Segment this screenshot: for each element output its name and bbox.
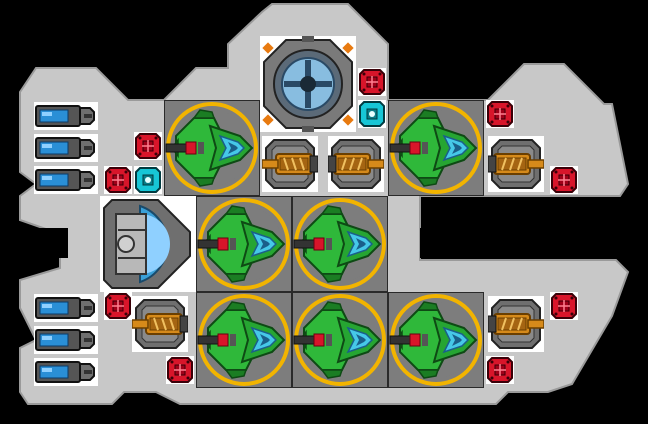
shield-generator-module[interactable] bbox=[388, 100, 484, 196]
turret-module[interactable] bbox=[132, 296, 188, 352]
power-node-icon[interactable] bbox=[134, 166, 162, 194]
turret-module[interactable] bbox=[262, 136, 318, 192]
shield-generator-module[interactable] bbox=[388, 292, 484, 388]
shield-generator-module[interactable] bbox=[196, 292, 292, 388]
battery-cell[interactable] bbox=[34, 134, 98, 162]
shield-generator-module[interactable] bbox=[164, 100, 260, 196]
battery-cell[interactable] bbox=[34, 358, 98, 386]
power-node-icon[interactable] bbox=[358, 100, 386, 128]
shield-generator-module[interactable] bbox=[292, 292, 388, 388]
battery-cell[interactable] bbox=[34, 166, 98, 194]
turret-module[interactable] bbox=[488, 296, 544, 352]
armor-block-icon[interactable] bbox=[104, 292, 132, 320]
armor-block-icon[interactable] bbox=[550, 166, 578, 194]
turret-module[interactable] bbox=[328, 136, 384, 192]
armor-block-icon[interactable] bbox=[550, 292, 578, 320]
shield-generator-module[interactable] bbox=[292, 196, 388, 292]
battery-cell[interactable] bbox=[34, 102, 98, 130]
armor-block-icon[interactable] bbox=[486, 356, 514, 384]
armor-block-icon[interactable] bbox=[104, 166, 132, 194]
armor-block-icon[interactable] bbox=[166, 356, 194, 384]
reactor-core-icon[interactable] bbox=[260, 36, 356, 132]
cockpit-icon[interactable] bbox=[100, 196, 196, 292]
armor-block-icon[interactable] bbox=[134, 132, 162, 160]
battery-cell[interactable] bbox=[34, 294, 98, 322]
turret-module[interactable] bbox=[488, 136, 544, 192]
armor-block-icon[interactable] bbox=[486, 100, 514, 128]
hull-gap-right bbox=[420, 228, 620, 258]
armor-block-icon[interactable] bbox=[358, 68, 386, 96]
battery-cell[interactable] bbox=[34, 326, 98, 354]
hull-gap-left bbox=[20, 228, 68, 258]
shield-generator-module[interactable] bbox=[196, 196, 292, 292]
